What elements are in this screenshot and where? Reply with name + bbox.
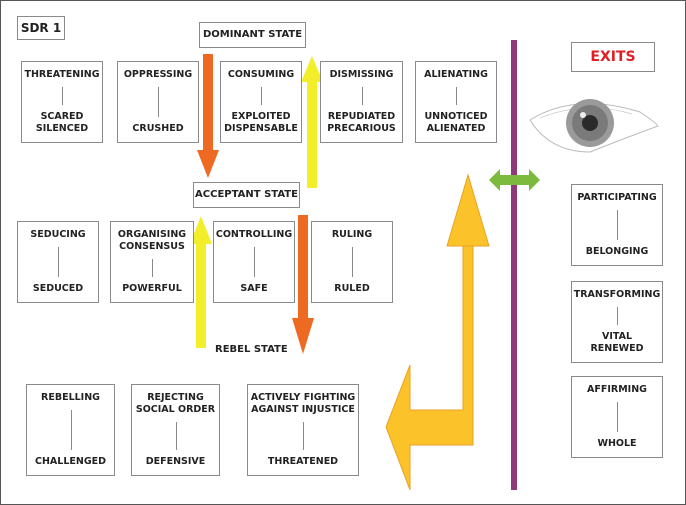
acceptant-row-box: ORGANISING CONSENSUS POWERFUL — [110, 221, 194, 303]
connector-line — [456, 87, 457, 105]
exits-box: AFFIRMING WHOLE — [571, 376, 663, 458]
dominant-row-box: THREATENING SCARED SILENCED — [21, 61, 103, 143]
box-result-label: DEFENSIVE — [145, 456, 206, 467]
box-result-label: SAFE — [240, 283, 268, 294]
box-action-label: SEDUCING — [30, 229, 86, 240]
box-result-label: CRUSHED — [132, 123, 184, 134]
connector-line — [617, 402, 618, 432]
connector-line — [617, 210, 618, 240]
exits-label: EXITS — [571, 42, 655, 72]
orange-down-arrow-top — [197, 54, 219, 178]
box-result-label: VITAL RENEWED — [590, 331, 644, 354]
connector-line — [361, 87, 363, 105]
connector-line — [261, 87, 262, 105]
box-result-label: RULED — [334, 283, 370, 294]
box-result-label: BELONGING — [585, 246, 649, 257]
box-result-label: REPUDIATED PRECARIOUS — [327, 111, 396, 134]
exits-text: EXITS — [590, 49, 636, 65]
title-text: SDR 1 — [20, 21, 62, 35]
box-action-label: DISMISSING — [329, 69, 394, 80]
connector-line — [152, 259, 153, 277]
box-action-label: REJECTING SOCIAL ORDER — [135, 392, 216, 415]
orange-down-arrow-bottom — [292, 215, 314, 354]
box-result-label: SCARED SILENCED — [35, 111, 89, 134]
box-result-label: POWERFUL — [122, 283, 182, 294]
rebel-row-box: ACTIVELY FIGHTING AGAINST INJUSTICE THREA… — [247, 384, 359, 476]
connector-line — [62, 87, 63, 105]
acceptant-row-box: RULING RULED — [311, 221, 393, 303]
rebel-row-box: REBELLING CHALLENGED — [26, 384, 115, 476]
box-action-label: ACTIVELY FIGHTING AGAINST INJUSTICE — [250, 392, 356, 415]
gold-bidirectional-arrow — [385, 173, 490, 491]
acceptant-row-box: CONTROLLING SAFE — [213, 221, 295, 303]
connector-line — [303, 422, 304, 450]
dominant-row-box: ALIENATING UNNOTICED ALIENATED — [415, 61, 497, 143]
exit-divider-line — [511, 40, 517, 490]
box-action-label: RULING — [331, 229, 373, 240]
connector-line — [70, 410, 72, 450]
box-result-label: UNNOTICED ALIENATED — [424, 111, 488, 134]
box-result-label: WHOLE — [597, 438, 637, 449]
connector-line — [254, 247, 255, 277]
box-action-label: PARTICIPATING — [577, 192, 657, 203]
yellow-up-arrow-top — [301, 56, 323, 188]
box-action-label: AFFIRMING — [587, 384, 647, 395]
box-action-label: ORGANISING CONSENSUS — [117, 229, 187, 252]
connector-line — [617, 307, 618, 325]
box-action-label: TRANSFORMING — [573, 289, 661, 300]
dominant-state-text: DOMINANT STATE — [202, 29, 303, 40]
box-action-label: REBELLING — [41, 392, 100, 403]
dominant-row-box: CONSUMING EXPLOITED DISPENSABLE — [220, 61, 302, 143]
box-action-label: CONTROLLING — [215, 229, 293, 240]
box-result-label: EXPLOITED DISPENSABLE — [224, 111, 298, 134]
box-result-label: THREATENED — [267, 456, 339, 467]
rebel-row-box: REJECTING SOCIAL ORDER DEFENSIVE — [131, 384, 220, 476]
connector-line — [352, 247, 353, 277]
rebel-state-label: REBEL STATE — [215, 344, 288, 355]
exits-box: TRANSFORMING VITAL RENEWED — [571, 281, 663, 363]
diagram-title: SDR 1 — [17, 16, 65, 40]
box-action-label: OPPRESSING — [123, 69, 193, 80]
eye-icon — [529, 99, 659, 153]
connector-line — [58, 247, 59, 277]
connector-line — [158, 87, 159, 117]
dominant-row-box: OPPRESSING CRUSHED — [117, 61, 199, 143]
yellow-up-arrow-bottom — [190, 216, 212, 348]
exits-box: PARTICIPATING BELONGING — [571, 184, 663, 266]
rebel-state-text: REBEL STATE — [215, 344, 288, 355]
dominant-state-label: DOMINANT STATE — [199, 22, 306, 48]
green-double-arrow — [489, 169, 540, 191]
box-action-label: THREATENING — [24, 69, 100, 80]
box-action-label: CONSUMING — [227, 69, 295, 80]
dominant-row-box: DISMISSING REPUDIATED PRECARIOUS — [320, 61, 403, 143]
connector-line — [175, 422, 177, 450]
box-result-label: SEDUCED — [32, 283, 84, 294]
acceptant-state-text: ACCEPTANT STATE — [195, 189, 298, 200]
box-action-label: ALIENATING — [424, 69, 488, 80]
acceptant-state-label: ACCEPTANT STATE — [193, 182, 300, 208]
box-result-label: CHALLENGED — [35, 456, 106, 467]
acceptant-row-box: SEDUCING SEDUCED — [17, 221, 99, 303]
